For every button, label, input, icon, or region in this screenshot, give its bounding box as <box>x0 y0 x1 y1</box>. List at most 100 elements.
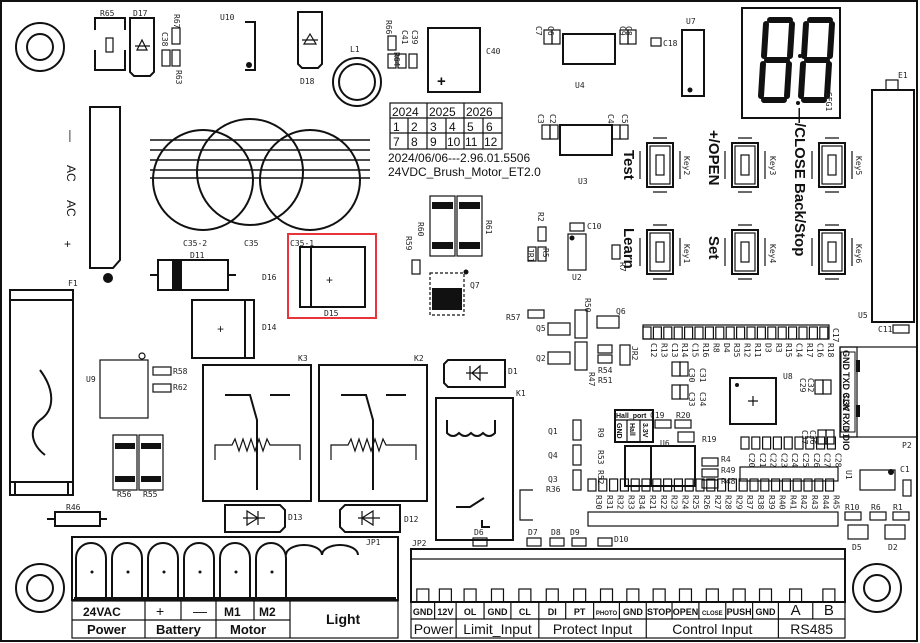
seven-segment-display <box>741 7 841 119</box>
jp2-group-2: Protect Input <box>553 621 632 637</box>
svg-text:+: + <box>437 73 446 90</box>
hall-port-title: Hall_port <box>616 413 647 420</box>
terminal-jp2 <box>410 548 846 639</box>
jp2-pin-cl: CL <box>519 607 531 617</box>
designator-c22: C22 <box>769 453 778 468</box>
jp2-pin-photo: PHOTO <box>596 611 618 617</box>
terminal-light-cap <box>285 544 323 556</box>
diode-d11 <box>150 259 236 291</box>
designator-c28: C28 <box>833 453 842 468</box>
designator-q4: Q4 <box>548 451 558 460</box>
jp2-group-3: Control Input <box>672 621 752 637</box>
screw-terminal <box>219 542 251 597</box>
smd-pad <box>684 478 694 492</box>
month-cell: 12 <box>484 135 498 149</box>
designator-r15: R15 <box>784 343 793 358</box>
designator-c1: C1 <box>900 465 910 474</box>
designator-r58: R58 <box>173 367 188 376</box>
designator-c32: C32 <box>806 378 815 393</box>
designator-p1: P1 <box>841 428 850 438</box>
jp2-pin-12v: 12V <box>437 607 453 617</box>
jp1-pin-24vac: 24VAC <box>83 605 121 619</box>
screw-terminal <box>255 542 287 597</box>
smd-pad <box>814 478 824 492</box>
designator-r18: R18 <box>826 343 835 358</box>
smd-pad <box>673 478 684 492</box>
designator-key3: Key3 <box>768 156 777 175</box>
designator-d13: D13 <box>288 513 303 522</box>
jp1-pin-m1: M1 <box>224 605 241 619</box>
designator-u6: U6 <box>660 439 670 448</box>
designator-d18: D18 <box>300 77 315 86</box>
smd-pad <box>652 326 663 340</box>
terminal-pin <box>678 588 693 603</box>
jp1-group-power: Power <box>87 622 126 637</box>
resistor-r60 <box>429 195 456 257</box>
designator-d5: D5 <box>852 543 862 552</box>
capacitor-c35 <box>150 118 370 231</box>
terminal-pin <box>518 588 532 603</box>
key-switch-1[interactable] <box>639 137 681 193</box>
jp2-pin-push: PUSH <box>727 607 752 617</box>
month-cell: 9 <box>430 135 437 149</box>
designator-q6: Q6 <box>616 307 626 316</box>
designator-d3: D3 <box>763 343 772 353</box>
jp2-pin-stop: STOP <box>647 607 671 617</box>
rectifier-ac: AC <box>64 165 78 182</box>
rectifier-minus: — <box>64 130 78 142</box>
designator-c31: C31 <box>698 368 707 383</box>
designator-r51: R51 <box>598 376 613 385</box>
smd-pads <box>527 309 631 371</box>
designator-r19: R19 <box>702 435 717 444</box>
designator-r14: R14 <box>680 343 689 358</box>
designator-key5: Key5 <box>854 156 863 175</box>
diode-d18 <box>297 11 323 69</box>
key-label-open: +/OPEN <box>705 130 722 185</box>
key-switch-2[interactable] <box>724 137 766 193</box>
designator-r43: R43 <box>810 495 819 510</box>
jp2-group-0: Power <box>414 621 454 637</box>
designator-r39: R39 <box>767 495 776 510</box>
designator-r32: R32 <box>616 495 625 510</box>
designator-r44: R44 <box>821 495 830 510</box>
screw-terminal <box>147 542 179 597</box>
designator-r3: R3 <box>774 343 783 353</box>
month-cell: 8 <box>411 135 418 149</box>
designator-k3: K3 <box>298 354 308 363</box>
jp2-group-4: RS485 <box>790 621 833 637</box>
key-switch-6[interactable] <box>811 224 853 280</box>
terminal-pin <box>788 588 803 603</box>
resistor-r65 <box>94 17 126 71</box>
terminal-light-cap <box>321 544 359 556</box>
smd-pads <box>671 324 910 445</box>
smd-pad <box>598 478 608 492</box>
designator-jr2: JR2 <box>630 346 639 361</box>
hall-pin-3v3: 3.3V <box>641 423 648 438</box>
designator-c14: C14 <box>795 343 804 358</box>
designator-d7: D7 <box>528 528 538 537</box>
smd-pad <box>749 478 759 492</box>
jp2-pin-gnd: GND <box>623 607 644 617</box>
smd-pad <box>761 436 772 450</box>
diode-d13 <box>224 504 286 533</box>
smd-pad <box>819 326 829 340</box>
smd-pad <box>716 478 727 492</box>
designator-d12: D12 <box>404 515 419 524</box>
rectifier-plus: + <box>64 237 71 251</box>
key-switch-3[interactable] <box>811 137 853 193</box>
designator-c29: C29 <box>798 378 807 393</box>
mounting-hole <box>15 563 65 613</box>
smd-pads <box>543 29 662 47</box>
designator-f1: F1 <box>68 279 78 288</box>
key-switch-4[interactable] <box>639 224 681 280</box>
designator-r64: R64 <box>392 52 401 67</box>
designator-r63: R63 <box>174 70 183 85</box>
designator-c34: C34 <box>698 392 707 407</box>
key-label-test: Test <box>620 150 637 180</box>
key-label-close: —/CLOSE Back/Stop <box>791 108 808 256</box>
designator-d17: D17 <box>133 9 148 18</box>
designator-jr1: JR1 <box>526 248 535 263</box>
smd-pads <box>411 222 621 275</box>
key-switch-5[interactable] <box>724 224 766 280</box>
